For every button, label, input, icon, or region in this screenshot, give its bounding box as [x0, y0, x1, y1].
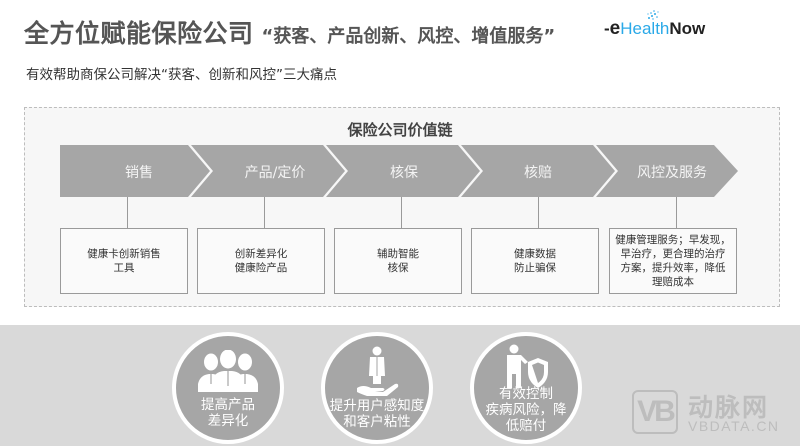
- stage-description-product: 创新差异化 健康险产品: [197, 228, 325, 294]
- stage-description-risk-service: 健康管理服务；早发现， 早治疗，更合理的治疗 方案，提升效率，降低 理赔成本: [609, 228, 737, 294]
- stage-description-claims: 健康数据 防止骗保: [471, 228, 599, 294]
- stage-label-sales: 销售: [125, 165, 153, 181]
- ehealthnow-logo: -eHealthNow: [604, 10, 705, 40]
- connector-line: [538, 197, 539, 228]
- stage-description-sales: 健康卡创新销售 工具: [60, 228, 188, 294]
- benefit-user-engagement: 提升用户感知度 和客户粘性: [321, 332, 433, 444]
- stage-label-product: 产品/定价: [244, 165, 306, 181]
- benefit-label: 提升用户感知度 和客户粘性: [329, 398, 425, 430]
- page-title: 全方位赋能保险公司 “获客、产品创新、风控、增值服务”: [24, 14, 555, 50]
- benefit-label: 有效控制 疾病风险，降 低赔付: [485, 386, 567, 434]
- value-chain-title: 保险公司价值链: [347, 121, 453, 139]
- vb-logo-mark: VB: [632, 390, 678, 434]
- chevron-claims: [461, 145, 615, 197]
- stage-label-underwriting: 核保: [390, 165, 418, 181]
- people-group-icon: [198, 350, 258, 392]
- title-quote: “获客、产品创新、风控、增值服务”: [261, 26, 556, 47]
- title-main: 全方位赋能保险公司: [24, 19, 254, 48]
- value-chain-arrows: [60, 145, 738, 197]
- connector-line: [676, 197, 677, 228]
- connector-line: [401, 197, 402, 228]
- benefit-product-differentiation: 提高产品 差异化: [172, 332, 284, 444]
- hand-holding-person-icon: [357, 346, 399, 396]
- stage-label-risk-service: 风控及服务: [637, 165, 707, 181]
- connector-line: [264, 197, 265, 228]
- stage-description-underwriting: 辅助智能 核保: [334, 228, 462, 294]
- stage-label-claims: 核赔: [524, 165, 552, 181]
- chevron-product: [191, 145, 345, 197]
- watermark-en: VBDATA.CN: [688, 418, 780, 434]
- benefit-label: 提高产品 差异化: [201, 397, 255, 429]
- connector-line: [127, 197, 128, 228]
- person-shield-icon: [507, 344, 548, 388]
- chevron-underwriting: [326, 145, 480, 197]
- benefit-risk-control: 有效控制 疾病风险，降 低赔付: [470, 332, 582, 444]
- sparkle-icon: [647, 10, 659, 20]
- chevron-sales: [60, 145, 210, 197]
- watermark-cn: 动脉网: [688, 393, 770, 422]
- chevron-risk-service: [596, 145, 738, 197]
- vbdata-watermark: VB 动脉网 VBDATA.CN: [632, 388, 792, 438]
- page-subtitle: 有效帮助商保公司解决“获客、创新和风控”三大痛点: [26, 67, 337, 83]
